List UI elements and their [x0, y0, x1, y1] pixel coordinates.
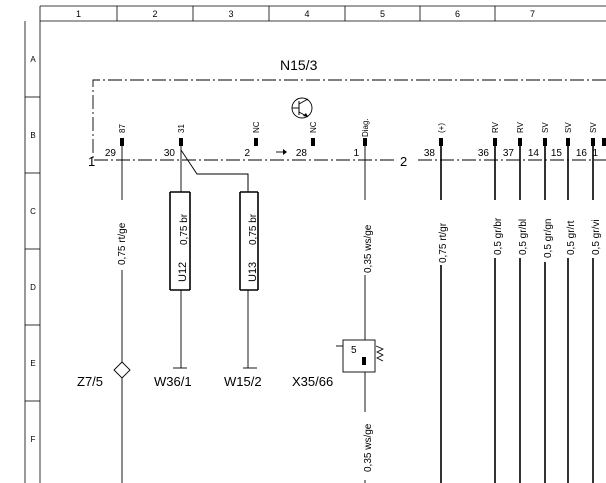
grid-column-label: 3 [228, 9, 233, 19]
grid-column-label: 2 [152, 9, 157, 19]
pin-signal-label: RV [491, 121, 500, 133]
transistor-icon [291, 97, 313, 119]
grid-row-label: F [31, 435, 36, 444]
terminal-label: Z7/5 [77, 374, 103, 389]
pin-number: 38 [424, 148, 436, 159]
pin-mark [493, 138, 497, 146]
wire-label: 0,5 gr/gn [543, 219, 554, 258]
wire-group: 0,75 rt/ge 0,75 br 0,75 br 0,35 ws/ge 0,75 r… [116, 146, 602, 483]
pin-signal-label: RV [516, 121, 525, 133]
pin-mark [543, 138, 547, 146]
pin-signal-label: 87 [118, 124, 127, 133]
grid-row-label: D [30, 283, 36, 292]
label-gap [359, 412, 371, 480]
label-gap [116, 200, 128, 270]
x35-component-box [336, 339, 384, 373]
connector-u13-label: U13 [247, 262, 259, 282]
grid-frame: 1 2 3 4 5 6 7 A B C D E F [24, 5, 606, 483]
pin-signal-label: (+) [437, 123, 446, 133]
wire-label: 0,75 br [248, 213, 259, 245]
label-gap [359, 200, 371, 275]
grid-column-label: 5 [380, 9, 385, 19]
grid-row-label: E [30, 359, 35, 368]
pin-mark [311, 138, 315, 146]
wire-label: 0,5 gr/vi [591, 219, 602, 255]
pin-mark [439, 138, 443, 146]
connector-u12-label: U12 [177, 262, 189, 282]
pin-signal-label: 31 [177, 124, 186, 133]
terminal-label: W15/2 [224, 374, 262, 389]
label-gap [489, 200, 501, 258]
wire-label-lower: 0,35 ws/ge [363, 423, 374, 472]
module-boundary [92, 79, 606, 161]
pin-signal-label: SV [541, 122, 550, 133]
pin-signal-label: Diag. [361, 118, 370, 137]
wire-label: 0,5 gr/br [493, 217, 504, 255]
pin-mark [602, 138, 606, 146]
label-gap [435, 200, 447, 265]
wire-label: 0,75 rt/gr [438, 222, 449, 263]
connector-u13-bracket [239, 191, 259, 291]
grid-column-label: 7 [530, 9, 535, 19]
pin-number: 29 [105, 148, 117, 159]
pin-number: 30 [164, 148, 176, 159]
terminal-label: W36/1 [154, 374, 192, 389]
pin-mark [120, 138, 124, 146]
pin-mark [566, 138, 570, 146]
splice-wire [180, 149, 249, 190]
pin-number: 15 [551, 148, 563, 159]
grid-row-label: B [30, 131, 35, 140]
pin-number: 36 [478, 148, 490, 159]
pin-signal-label: NC [252, 121, 261, 133]
pin-number: 2 [244, 148, 250, 159]
connector-label-2: 2 [400, 154, 407, 169]
label-gap [514, 200, 526, 258]
pin-signal-label: SV [589, 122, 598, 133]
pin-mark [363, 138, 367, 146]
pin-number: 14 [528, 148, 540, 159]
pin-group: 87 29 31 30 NC 2 NC 28 Diag. 1 (+) 38 RV 36 RV 37 SV 14 SV… [105, 118, 606, 159]
terminal-label: X35/66 [292, 374, 333, 389]
connector-u12-bracket [169, 191, 191, 291]
wire-label: 0,35 ws/ge [363, 224, 374, 273]
label-gap [539, 200, 551, 262]
wire-label: 0,75 rt/ge [117, 222, 128, 265]
grid-row-label: C [30, 207, 36, 216]
label-gap [562, 200, 574, 258]
arrow-icon [276, 149, 287, 155]
pin-mark [254, 138, 258, 146]
splice-diamond-icon [113, 361, 131, 379]
grid-column-label: 1 [76, 9, 81, 19]
pin-number: 1 [592, 148, 598, 159]
pin-signal-label: SV [564, 122, 573, 133]
grid-column-label: 4 [304, 9, 309, 19]
wire-label: 0,5 gr/rt [566, 220, 577, 255]
pin-mark [179, 138, 183, 146]
pin-number: 28 [296, 148, 308, 159]
pin-mark [591, 138, 595, 146]
module-title: N15/3 [280, 57, 318, 73]
grid-row-label: A [30, 55, 36, 64]
grid-column-label: 6 [455, 9, 460, 19]
pin-number: 16 [576, 148, 588, 159]
pin-number: 1 [353, 148, 359, 159]
pin-mark [518, 138, 522, 146]
connector-label-1: 1 [88, 154, 95, 169]
wire-label: 0,75 br [179, 213, 190, 245]
wire-label: 0,5 gr/bl [518, 219, 529, 255]
component-pin-label: 5 [351, 345, 357, 356]
label-gap [587, 200, 599, 258]
pin-signal-label: NC [309, 121, 318, 133]
pin-number: 37 [503, 148, 515, 159]
